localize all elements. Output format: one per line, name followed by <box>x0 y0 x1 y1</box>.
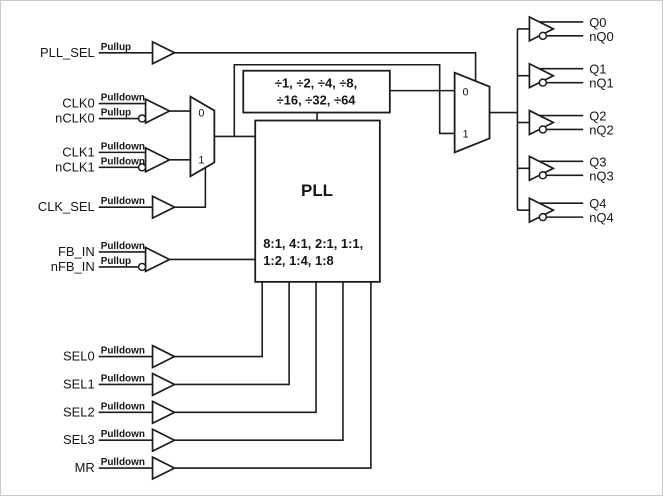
mr-pull-label: Pulldown <box>101 457 145 468</box>
clk-sel-select-wire <box>174 167 207 208</box>
output-mux-0-label: 0 <box>463 87 469 99</box>
nfb-in-pull-label: Pullup <box>101 256 131 267</box>
wiring <box>98 21 584 469</box>
sel1-buffer-icon <box>151 372 177 397</box>
clk0-pull-label: Pulldown <box>101 93 145 104</box>
nq2-label: nQ2 <box>589 122 613 137</box>
output-mux-1-label: 1 <box>463 128 469 140</box>
output-signal-labels: Q0 nQ0 Q1 nQ1 Q2 nQ2 Q3 nQ3 Q4 nQ4 <box>589 15 613 225</box>
nclk1-invert-bubble-icon <box>137 163 147 172</box>
input-signal-labels: PLL_SEL Pullup CLK0 Pulldown nCLK0 Pullu… <box>38 42 145 475</box>
output-divider-block <box>242 69 391 114</box>
pll-sel-select-wire <box>174 51 477 81</box>
fb-diff-buffer-icon <box>144 246 172 273</box>
nq3-invert-bubble-icon <box>538 171 548 180</box>
nfb-in-label: nFB_IN <box>51 259 95 274</box>
q3-label: Q3 <box>589 154 606 169</box>
nq2-invert-bubble-icon <box>538 125 548 134</box>
nq0-label: nQ0 <box>589 29 613 44</box>
output-divider-line2: ÷16, ÷32, ÷64 <box>277 93 357 108</box>
nq1-label: nQ1 <box>589 76 613 91</box>
nq1-invert-bubble-icon <box>538 78 548 87</box>
clk1-diff-buffer-icon <box>144 146 172 174</box>
nclk1-pull-label: Pulldown <box>101 156 145 167</box>
clk-sel-pull-label: Pulldown <box>101 196 145 207</box>
pll-sel-buffer-icon <box>151 40 177 66</box>
output-buffers <box>528 15 556 224</box>
fb-in-label: FB_IN <box>58 244 95 259</box>
sel1-out-wire <box>174 281 290 386</box>
mr-label: MR <box>75 460 95 475</box>
clk0-diff-buffer-icon <box>144 97 172 125</box>
nclk0-invert-bubble-icon <box>137 114 147 123</box>
pll-sel-label: PLL_SEL <box>40 45 95 60</box>
nq3-label: nQ3 <box>589 168 613 183</box>
sel2-buffer-icon <box>151 400 177 425</box>
sel0-out-wire <box>174 281 264 358</box>
input-buffers <box>137 40 177 481</box>
mr-buffer-icon <box>151 455 177 481</box>
pll-bypass-wire <box>233 63 455 137</box>
nq4-label: nQ4 <box>589 210 613 225</box>
input-mux-1-label: 1 <box>198 154 204 166</box>
clk0-label: CLK0 <box>62 96 94 111</box>
nfb-invert-bubble-icon <box>137 262 147 272</box>
mr-out-wire <box>174 281 372 469</box>
nq0-invert-bubble-icon <box>538 31 548 41</box>
input-mux-0-label: 0 <box>198 108 204 120</box>
pll-block-title: PLL <box>301 181 333 200</box>
input-clock-mux <box>189 95 216 178</box>
pll-feedback-line2: 1:2, 1:4, 1:8 <box>263 253 334 268</box>
sel1-label: SEL1 <box>63 376 95 391</box>
q0-label: Q0 <box>589 15 606 30</box>
pll-block <box>254 119 381 283</box>
sel3-pull-label: Pulldown <box>101 429 145 440</box>
output-divider-line1: ÷1, ÷2, ÷4, ÷8, <box>275 76 357 91</box>
sel3-out-wire <box>174 281 344 442</box>
sel3-buffer-icon <box>151 427 177 453</box>
clk-sel-label: CLK_SEL <box>38 199 95 214</box>
sel1-pull-label: Pulldown <box>101 373 145 384</box>
sel0-label: SEL0 <box>63 349 95 364</box>
q1-label: Q1 <box>589 62 606 77</box>
pll-sel-pull-label: Pullup <box>101 42 131 53</box>
output-select-mux <box>453 71 491 154</box>
nclk0-label: nCLK0 <box>55 111 95 126</box>
sel0-pull-label: Pulldown <box>101 346 145 357</box>
clk-sel-buffer-icon <box>151 194 177 220</box>
sel3-label: SEL3 <box>63 432 95 447</box>
nq4-invert-bubble-icon <box>538 212 548 222</box>
nclk0-pull-label: Pullup <box>101 108 131 119</box>
sel0-buffer-icon <box>151 344 177 369</box>
sel2-label: SEL2 <box>63 404 95 419</box>
sel2-pull-label: Pulldown <box>101 401 145 412</box>
nclk1-label: nCLK1 <box>55 159 95 174</box>
clk1-label: CLK1 <box>62 144 94 159</box>
fb-in-pull-label: Pulldown <box>101 241 145 252</box>
pll-feedback-line1: 8:1, 4:1, 2:1, 1:1, <box>263 236 363 251</box>
sel2-out-wire <box>174 281 317 414</box>
q4-label: Q4 <box>589 196 606 211</box>
clk1-pull-label: Pulldown <box>101 141 145 152</box>
q2-label: Q2 <box>589 109 606 124</box>
